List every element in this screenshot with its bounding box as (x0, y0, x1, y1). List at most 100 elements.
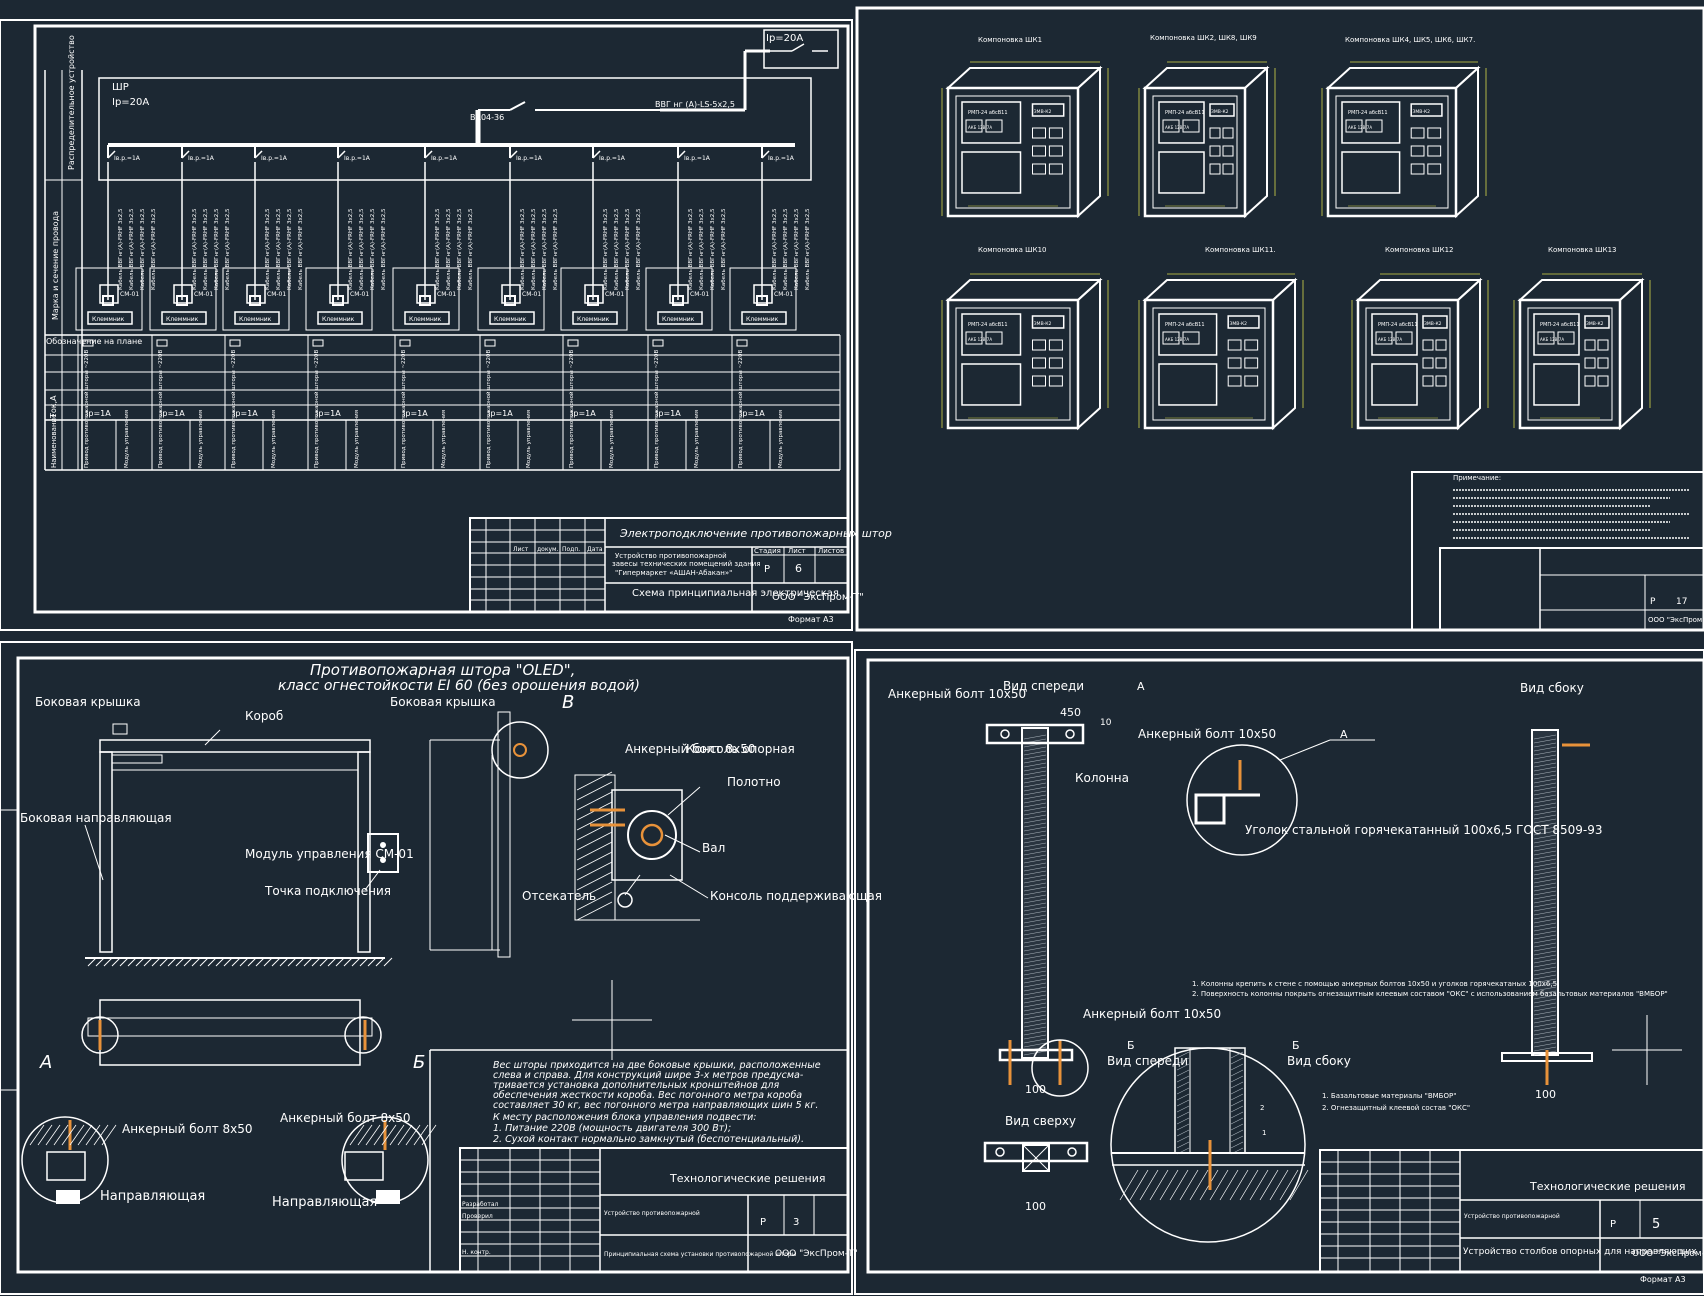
sheet1-project-1: Устройство противопожарной (615, 552, 727, 560)
cable-annotation: Кабель ВВГнг(А)-FRHF 3х2,5 (435, 208, 441, 290)
cable-annotation: Кабель ВВГнг(А)-FRHF 3х2,5 (118, 208, 124, 290)
cabinet-title: Компоновка ШК12 (1385, 246, 1453, 254)
breaker-label: Iв.р.=1A (768, 155, 795, 162)
svg-text:Проверил: Проверил (462, 1213, 493, 1220)
load-name: Привод противопожарной шторы ~220В (157, 349, 164, 468)
module-box (416, 284, 436, 304)
sheet2-title-block (1439, 547, 1704, 631)
cabinet-title: Компоновка ШК10 (978, 246, 1046, 254)
current-cell: Ip=1A (316, 409, 341, 418)
column-front-view (985, 723, 1085, 1085)
cabinet-3d-box (945, 67, 1103, 89)
dim-10: 10 (1100, 718, 1112, 728)
junction-label: Клеммник (409, 316, 442, 323)
cabinet-3d-box (1142, 279, 1298, 301)
load-name: Модуль управления (198, 410, 204, 468)
svg-text:Подп.: Подп. (562, 546, 580, 553)
sheet4-frame (854, 649, 1704, 1295)
junction-box (317, 311, 363, 325)
sheet1-stage: Р (764, 564, 770, 575)
note-line: Вес шторы приходится на две боковые крыш… (493, 1060, 821, 1071)
cabinet-3d-box (945, 279, 1103, 301)
sheet4-company: ООО "ЭксПром-Т" (1632, 1249, 1704, 1259)
cable-annotation: Кабель ВВГнг(А)-FRHF 3х2,5 (699, 208, 705, 290)
cable-annotation: Кабель ВВГнг(А)-FRHF 3х2,5 (276, 208, 282, 290)
lbl-side-cover-right: Боковая крышка (390, 695, 496, 709)
note-line: тривается установка дополнительных кронш… (493, 1080, 779, 1091)
note-line: слева и справа. Для конструкций шире 3-х… (493, 1070, 804, 1081)
lbl-guide-left: Направляющая (100, 1189, 205, 1204)
svg-text:Разработал: Разработал (462, 1201, 499, 1208)
breaker-label: Iв.р.=1A (516, 155, 543, 162)
curtain-title-2: класс огнестойкости EI 60 (без орошения … (278, 678, 640, 694)
cable-annotation: Кабель ВВГнг(А)-FRHF 3х2,5 (381, 208, 387, 290)
module-label: СМ-01 (437, 291, 456, 298)
sheet2-stage: Р (1650, 597, 1656, 607)
junction-box (572, 311, 618, 325)
junction-box (489, 311, 535, 325)
junction-box (87, 311, 133, 325)
row-header-current: Ток,А (49, 395, 58, 419)
module-label: СМ-01 (267, 291, 286, 298)
svg-text:Дата: Дата (587, 546, 603, 553)
cable-annotation: Кабель ВВГнг(А)-FRHF 3х2,5 (359, 208, 365, 290)
sheet-electrical-schematic[interactable]: Ip=20A ВВГ нг (А)-LS-5х2,5 ШР Ip=20A ВА0… (0, 19, 892, 631)
cable-annotation: Кабель ВВГнг(А)-FRHF 3х2,5 (553, 208, 559, 290)
sheet3-sheet-no: 3 (793, 1217, 799, 1228)
sheet1-title: Электроподключение противопожарных штор (619, 527, 892, 540)
svg-text:Н. контр.: Н. контр. (462, 1249, 491, 1256)
module-label: СМ-01 (522, 291, 541, 298)
device-label: РМП-24 абсВ11 (1165, 110, 1205, 116)
curtain-plan-view (81, 980, 652, 1066)
load-name: Привод противопожарной шторы ~220В (737, 349, 744, 468)
sheet4-stamp-title: Технологические решения (1529, 1180, 1686, 1193)
sheet4-drawing: Устройство столбов опорных для направляю… (1463, 1247, 1697, 1257)
cable-annotation: Кабель ВВГнг(А)-FRHF 3х2,5 (140, 208, 146, 290)
svg-text:Лист: Лист (788, 547, 806, 555)
lbl-connection-point: Точка подключения (264, 884, 391, 898)
row-header-name: Наименование (50, 414, 58, 468)
sheet-support-columns[interactable]: Вид спереди Вид сбоку Анкерный болт 10х5… (854, 649, 1704, 1295)
sheet2-frame (855, 6, 1704, 632)
curtain-side-view (429, 711, 549, 958)
cable-annotation: Кабель ВВГнг(А)-FRHF 3х2,5 (457, 208, 463, 290)
lbl-support-console: Консоль опорная (686, 742, 795, 756)
column-top-view (983, 1141, 1089, 1172)
svg-text:Стадия: Стадия (754, 547, 781, 555)
sheet-fire-curtain[interactable]: Противопожарная штора "OLED", класс огне… (0, 641, 882, 1295)
sheet4-note-2: 2. Поверхность колонны покрыть огнезащит… (1192, 990, 1668, 998)
current-cell: Ip=1A (160, 409, 185, 418)
module-label: ЗМВ-К2 (1412, 109, 1430, 115)
module-label: ЗМВ-К2 (1211, 109, 1229, 115)
top-breaker-box (763, 29, 839, 69)
sheet1-drawing: Схема принципиальная электрическая (632, 588, 839, 599)
module-box (99, 284, 119, 304)
load-name: Модуль управления (778, 410, 784, 468)
sheet2-notes-title: Примечание: (1453, 474, 1501, 482)
circuit-group: Iв.р.=1A Кабель ВВГнг(А)-FRHF 3х2,5 Кабель… (75, 145, 811, 331)
sheet4-stage: Р (1610, 1219, 1616, 1230)
lbl-top-view: Вид сверху (1005, 1114, 1076, 1128)
module-box (753, 284, 773, 304)
battery-label: АКБ 12В/7А (1378, 337, 1402, 342)
cable-annotation: Кабель ВВГнг(А)-FRHF 3х2,5 (772, 208, 778, 290)
sheet3-stamp-title: Технологические решения (669, 1172, 826, 1185)
module-box (173, 284, 193, 304)
junction-label: Клеммник (494, 316, 527, 323)
breaker-label: Iв.р.=1A (344, 155, 371, 162)
module-label: ЗМВ-К2 (1034, 109, 1052, 115)
load-name: Модуль управления (124, 410, 130, 468)
module-box (584, 284, 604, 304)
load-name: Привод противопожарной шторы ~220В (653, 349, 660, 468)
note-line: обеспечения жесткости короба. Вес погонн… (493, 1090, 802, 1101)
note-line: составляет 30 кг, вес погонного метра на… (493, 1100, 818, 1111)
svg-text:2: 2 (1260, 1104, 1264, 1112)
note-line: К месту расположения блока управления по… (493, 1112, 757, 1123)
device-label: РМП-24 абсВ11 (1540, 322, 1580, 328)
load-name: Модуль управления (354, 410, 360, 468)
breaker-label: Iв.р.=1A (188, 155, 215, 162)
current-cell: Ip=1A (403, 409, 428, 418)
cable-annotation: Кабель ВВГнг(А)-FRHF 3х2,5 (370, 208, 376, 290)
current-cell: Ip=1A (740, 409, 765, 418)
